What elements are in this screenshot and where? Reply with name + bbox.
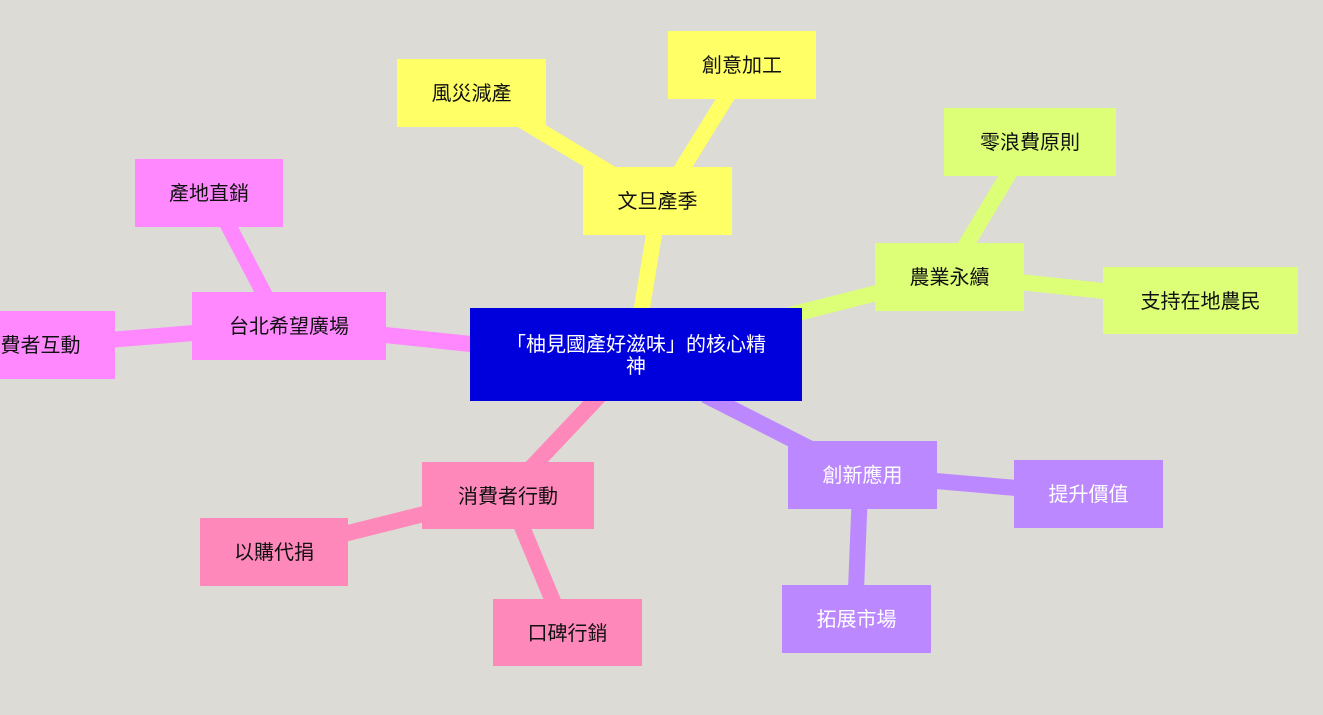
subtopic-label: 拓展市場: [816, 607, 897, 631]
subtopic-direct-sales[interactable]: 產地直銷: [135, 159, 283, 227]
topic-taipei-hope-plaza[interactable]: 台北希望廣場: [192, 292, 386, 360]
subtopic-consumer-interaction[interactable]: 費者互動: [0, 311, 115, 379]
center-topic[interactable]: 「柚見國產好滋味」的核心精神: [470, 308, 802, 401]
subtopic-zero-waste[interactable]: 零浪費原則: [944, 108, 1116, 176]
subtopic-label: 創意加工: [702, 53, 782, 77]
topic-sustainable-agriculture[interactable]: 農業永續: [875, 243, 1024, 311]
subtopic-typhoon-loss[interactable]: 風災減產: [397, 59, 546, 127]
topic-label: 農業永續: [909, 265, 990, 289]
subtopic-support-local-farmers[interactable]: 支持在地農民: [1103, 267, 1298, 334]
subtopic-creative-processing[interactable]: 創意加工: [668, 31, 816, 99]
topic-label: 消費者行動: [458, 483, 558, 508]
topic-label: 文旦產季: [617, 189, 698, 213]
subtopic-label: 以購代捐: [234, 540, 314, 564]
subtopic-label: 零浪費原則: [980, 130, 1080, 154]
subtopic-expand-market[interactable]: 拓展市場: [782, 585, 931, 653]
topic-label: 台北希望廣場: [229, 314, 349, 338]
subtopic-label: 風災減產: [431, 81, 512, 105]
subtopic-word-of-mouth[interactable]: 口碑行銷: [493, 599, 642, 666]
topic-innovative-application[interactable]: 創新應用: [788, 441, 937, 509]
topic-label: 創新應用: [822, 463, 903, 487]
topic-peak-season[interactable]: 文旦產季: [583, 167, 732, 235]
subtopic-label: 提升價值: [1048, 482, 1129, 506]
topic-consumer-action[interactable]: 消費者行動: [422, 462, 594, 529]
subtopic-label: 費者互動: [0, 333, 81, 357]
center-topic-label: 「柚見國產好滋味」的核心精神: [506, 331, 766, 378]
subtopic-label: 產地直銷: [169, 181, 249, 205]
subtopic-label: 支持在地農民: [1140, 288, 1261, 313]
subtopic-increase-value[interactable]: 提升價值: [1014, 460, 1163, 528]
subtopic-label: 口碑行銷: [527, 620, 608, 645]
subtopic-buy-to-donate[interactable]: 以購代捐: [200, 518, 348, 586]
